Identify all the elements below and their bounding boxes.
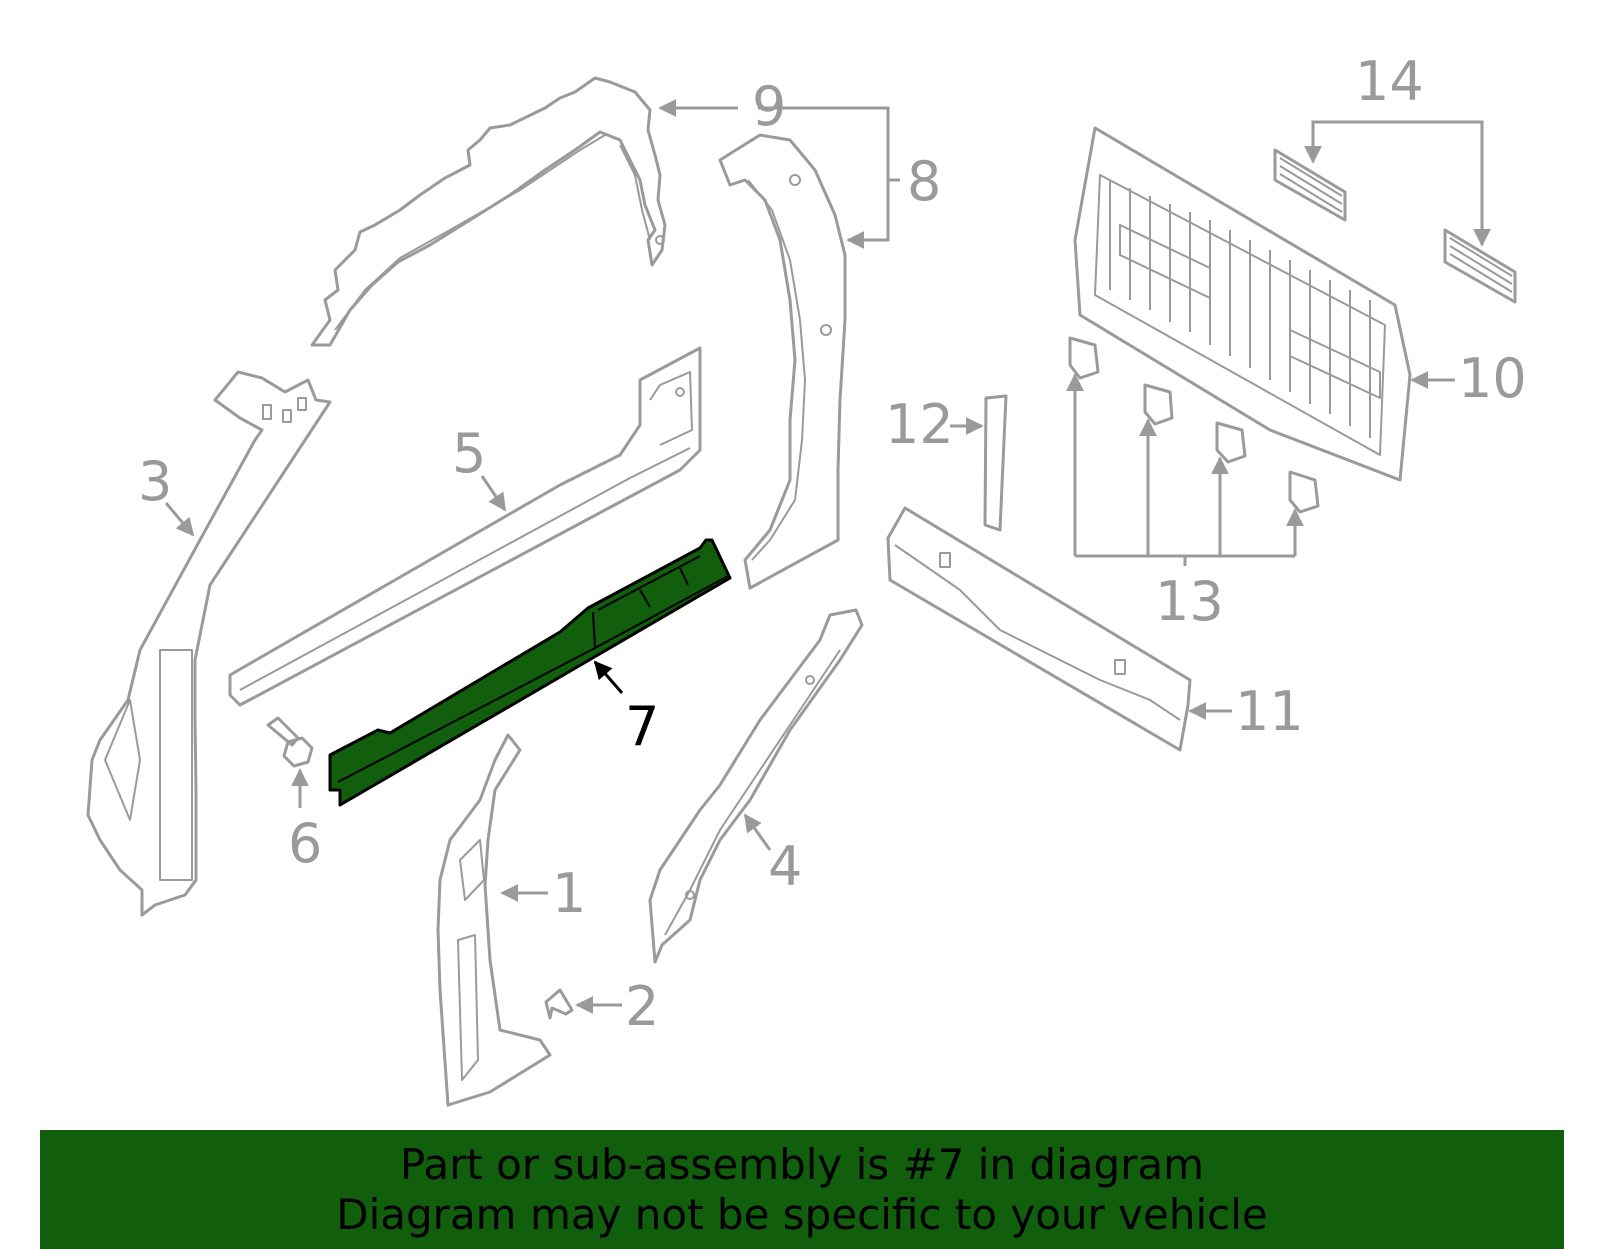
leader-lines (164, 99, 1491, 1014)
part-7-rocker-inner (328, 538, 732, 807)
part-3-a-pillar (86, 370, 332, 917)
banner-line-1: Part or sub-assembly is #7 in diagram (399, 1139, 1205, 1189)
callout-4: 4 (768, 835, 802, 898)
part-1-lower-pillar (436, 733, 552, 1107)
info-banner: Part or sub-assembly is #7 in diagram Di… (40, 1130, 1564, 1249)
callout-13: 13 (1155, 570, 1224, 633)
banner-line-2: Diagram may not be specific to your vehi… (336, 1189, 1268, 1239)
part-11-rear-sill (886, 506, 1192, 752)
callout-2: 2 (625, 975, 659, 1038)
part-12-strip (983, 394, 1008, 532)
part-5-rocker-outer (228, 346, 702, 707)
part-2-clip (544, 988, 574, 1020)
part-4-inner-pillar (648, 608, 864, 964)
part-8-b-pillar (718, 133, 847, 590)
callout-6: 6 (288, 812, 322, 875)
callout-12: 12 (885, 393, 954, 456)
part-13-brackets (1068, 336, 1320, 514)
part-14-clips (1273, 148, 1517, 304)
callout-7: 7 (625, 695, 659, 758)
callout-1: 1 (552, 862, 586, 925)
callout-14: 14 (1355, 50, 1424, 113)
callout-5: 5 (452, 422, 486, 485)
callout-10: 10 (1458, 347, 1527, 410)
part-10-back-panel (1073, 126, 1412, 482)
callout-8: 8 (907, 150, 941, 213)
callout-9: 9 (752, 75, 786, 138)
part-6-bolt (266, 716, 314, 768)
callout-11: 11 (1235, 680, 1304, 743)
part-9-roof-rail (310, 76, 667, 347)
callout-3: 3 (138, 450, 172, 513)
